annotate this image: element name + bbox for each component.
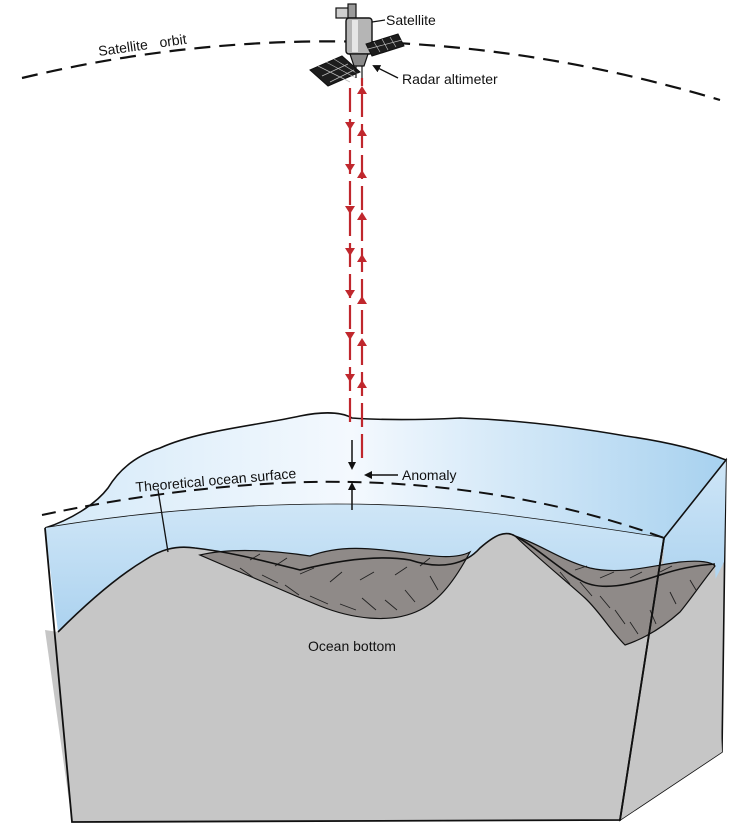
radar-down-arrowhead <box>345 206 355 214</box>
ocean-bottom-face <box>45 533 722 822</box>
radar-down-arrowhead <box>345 122 355 130</box>
satellite-orbit-label: Satellite orbit <box>97 31 187 59</box>
radar-up-arrows <box>357 86 367 388</box>
satellite-label: Satellite <box>386 12 436 28</box>
rocky-relief-right <box>514 535 716 646</box>
radar-down-arrowhead <box>345 290 355 298</box>
radar-up-arrowhead <box>357 296 367 304</box>
radar-altimeter-leader <box>372 65 399 79</box>
theoretical-surface-leader <box>157 489 169 553</box>
rocky-relief-left <box>198 547 472 620</box>
radar-signal <box>345 78 367 458</box>
radar-down-arrowhead <box>345 332 355 340</box>
ocean-bottom-label: Ocean bottom <box>308 638 396 654</box>
radar-up-arrowhead <box>357 128 367 136</box>
satellite-leader <box>371 19 386 23</box>
satellite-icon <box>309 3 405 87</box>
radar-down-arrowhead <box>345 374 355 382</box>
radar-up-arrowhead <box>357 338 367 346</box>
anomaly-label: Anomaly <box>402 467 456 483</box>
radar-up-arrowhead <box>357 212 367 220</box>
solar-panel-left <box>309 55 361 87</box>
rock-hatching <box>239 553 697 635</box>
radar-down-arrows <box>345 122 355 382</box>
radar-down-arrowhead <box>345 248 355 256</box>
radar-altimeter-label: Radar altimeter <box>402 71 498 87</box>
seafloor-profile-line <box>57 532 716 633</box>
radar-up-arrowhead <box>357 170 367 178</box>
radar-up-arrowhead <box>357 380 367 388</box>
radar-down-arrowhead <box>345 164 355 172</box>
radar-up-arrowhead <box>357 254 367 262</box>
block-corner-edge <box>619 537 665 821</box>
radar-up-arrowhead <box>357 86 367 94</box>
